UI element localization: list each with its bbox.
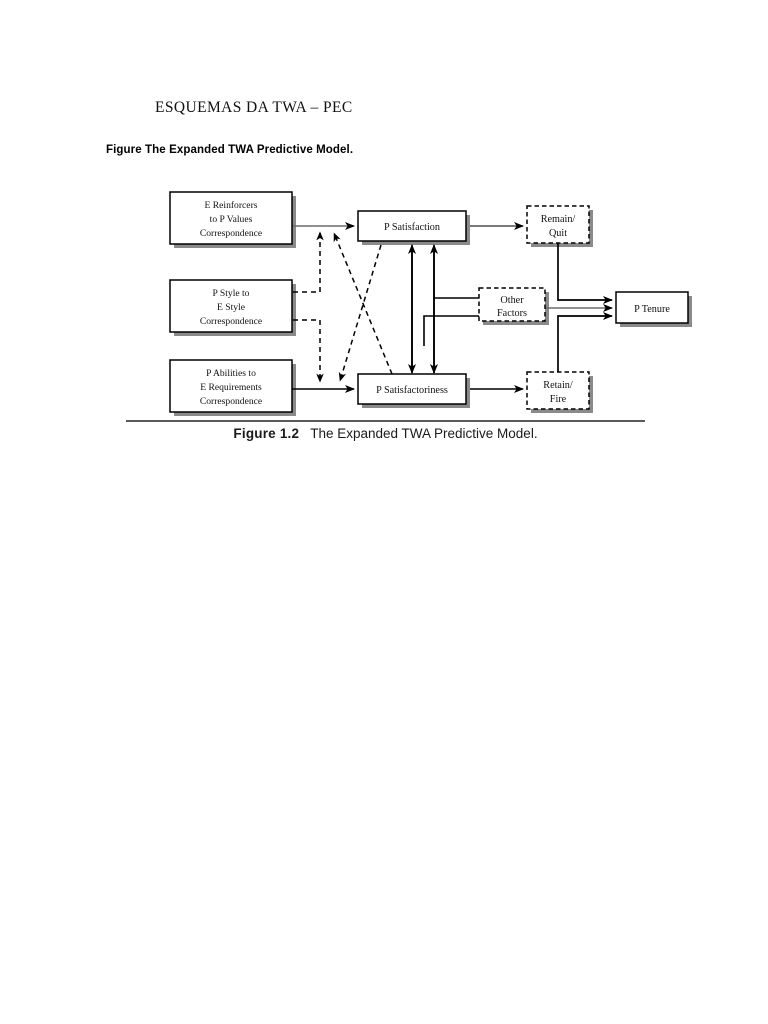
caption-divider: [126, 420, 645, 422]
node-p-style-line-0: P Style to: [213, 288, 250, 299]
node-e-reinforcers-line-1: to P Values: [210, 214, 253, 225]
figure-caption-number: Figure 1.2: [233, 426, 300, 441]
edge-style-to-satisfactoriness-link: [293, 319, 324, 383]
figure-subtitle: Figure The Expanded TWA Predictive Model…: [106, 144, 354, 156]
node-p-tenure-label: P Tenure: [634, 304, 670, 315]
node-other-factors-line-1: Factors: [497, 308, 527, 319]
node-e-reinforcers: E Reinforcers to P Values Correspondence: [169, 191, 293, 245]
edge-satisfaction-to-satisfactoriness-diagonal: [338, 244, 382, 382]
node-p-satisfactoriness-label: P Satisfactoriness: [376, 385, 448, 396]
node-p-style: P Style to E Style Correspondence: [169, 279, 293, 333]
node-remain-quit-line-1: Quit: [549, 228, 567, 239]
node-p-abilities: P Abilities to E Requirements Correspond…: [169, 359, 293, 413]
node-other-factors: Other Factors: [478, 287, 546, 322]
node-p-satisfactoriness: P Satisfactoriness: [357, 373, 467, 405]
figure-caption: Figure 1.2 The Expanded TWA Predictive Mo…: [126, 426, 645, 441]
node-e-reinforcers-line-0: E Reinforcers: [204, 200, 257, 211]
node-p-abilities-line-1: E Requirements: [200, 382, 262, 393]
node-p-abilities-line-2: Correspondence: [200, 396, 262, 407]
node-retain-fire-line-1: Fire: [550, 394, 567, 405]
node-p-style-line-2: Correspondence: [200, 316, 262, 327]
node-p-style-line-1: E Style: [217, 302, 245, 313]
node-e-reinforcers-line-2: Correspondence: [200, 228, 262, 239]
edge-remain-quit-to-tenure: [557, 243, 613, 304]
node-p-tenure: P Tenure: [615, 291, 689, 324]
node-retain-fire: Retain/ Fire: [526, 371, 590, 410]
diagram-connectors: [292, 222, 613, 393]
edge-style-to-satisfaction-link: [293, 231, 324, 293]
page-header-title: ESQUEMAS DA TWA – PEC: [155, 99, 353, 116]
node-p-abilities-line-0: P Abilities to: [206, 368, 256, 379]
figure-caption-text: The Expanded TWA Predictive Model.: [310, 426, 538, 441]
node-p-satisfaction: P Satisfaction: [357, 210, 467, 242]
node-other-factors-line-0: Other: [500, 295, 524, 306]
edge-retain-fire-to-tenure: [557, 312, 613, 372]
edge-satisfactoriness-to-satisfaction-diagonal: [333, 232, 393, 375]
node-remain-quit: Remain/ Quit: [526, 205, 590, 244]
node-p-satisfaction-label: P Satisfaction: [384, 222, 440, 233]
node-retain-fire-line-0: Retain/: [543, 380, 573, 391]
node-remain-quit-line-0: Remain/: [541, 214, 576, 225]
edge-other-factors-to-satisfactoriness: [423, 315, 479, 346]
